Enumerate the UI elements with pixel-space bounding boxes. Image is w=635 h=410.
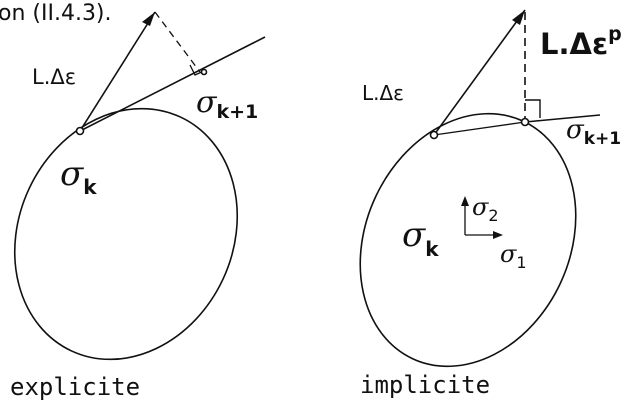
axis-label-sigma2: σ2 [472,193,499,225]
implicit-panel [359,9,601,368]
axis-label-sigma1: σ1 [500,240,527,272]
explicit-panel [13,11,266,361]
tangent-line-implicit [524,114,601,123]
point-sigma-k1-explicit [200,68,208,76]
strain-vector-implicit [433,9,526,136]
strain-label-explicit: L.Δε [32,65,76,89]
strain-label-implicit: L.Δε [362,81,404,105]
caption-implicit: implicite [360,371,490,399]
caption-explicit: explicite [10,373,140,401]
right-angle-mark-implicit [525,99,541,118]
point-sigma-k-explicit [75,126,85,136]
arrowhead-explicit [142,12,155,26]
sigma-k-label-explicit: σk [60,154,97,199]
projection-line-explicit [154,11,201,73]
header-text: on (II.4.3). [0,1,112,26]
strain-vector-explicit [79,11,156,132]
tangent-line-explicit [79,36,266,132]
axis-sigma2-arrow [461,196,469,206]
point-sigma-k1-implicit [520,117,530,127]
point-sigma-k-implicit [429,130,439,140]
axis-sigma1-arrow [493,231,503,239]
plastic-strain-label: L.Δεp [540,23,622,61]
yield-surface-explicit [13,107,239,361]
sigma-k-label-implicit: σk [402,215,439,261]
arrowhead-implicit [512,10,525,25]
sigma-k1-label-implicit: σk+1 [566,115,621,149]
sigma-k1-label-explicit: σk+1 [196,85,258,123]
chord-implicit [433,121,526,136]
